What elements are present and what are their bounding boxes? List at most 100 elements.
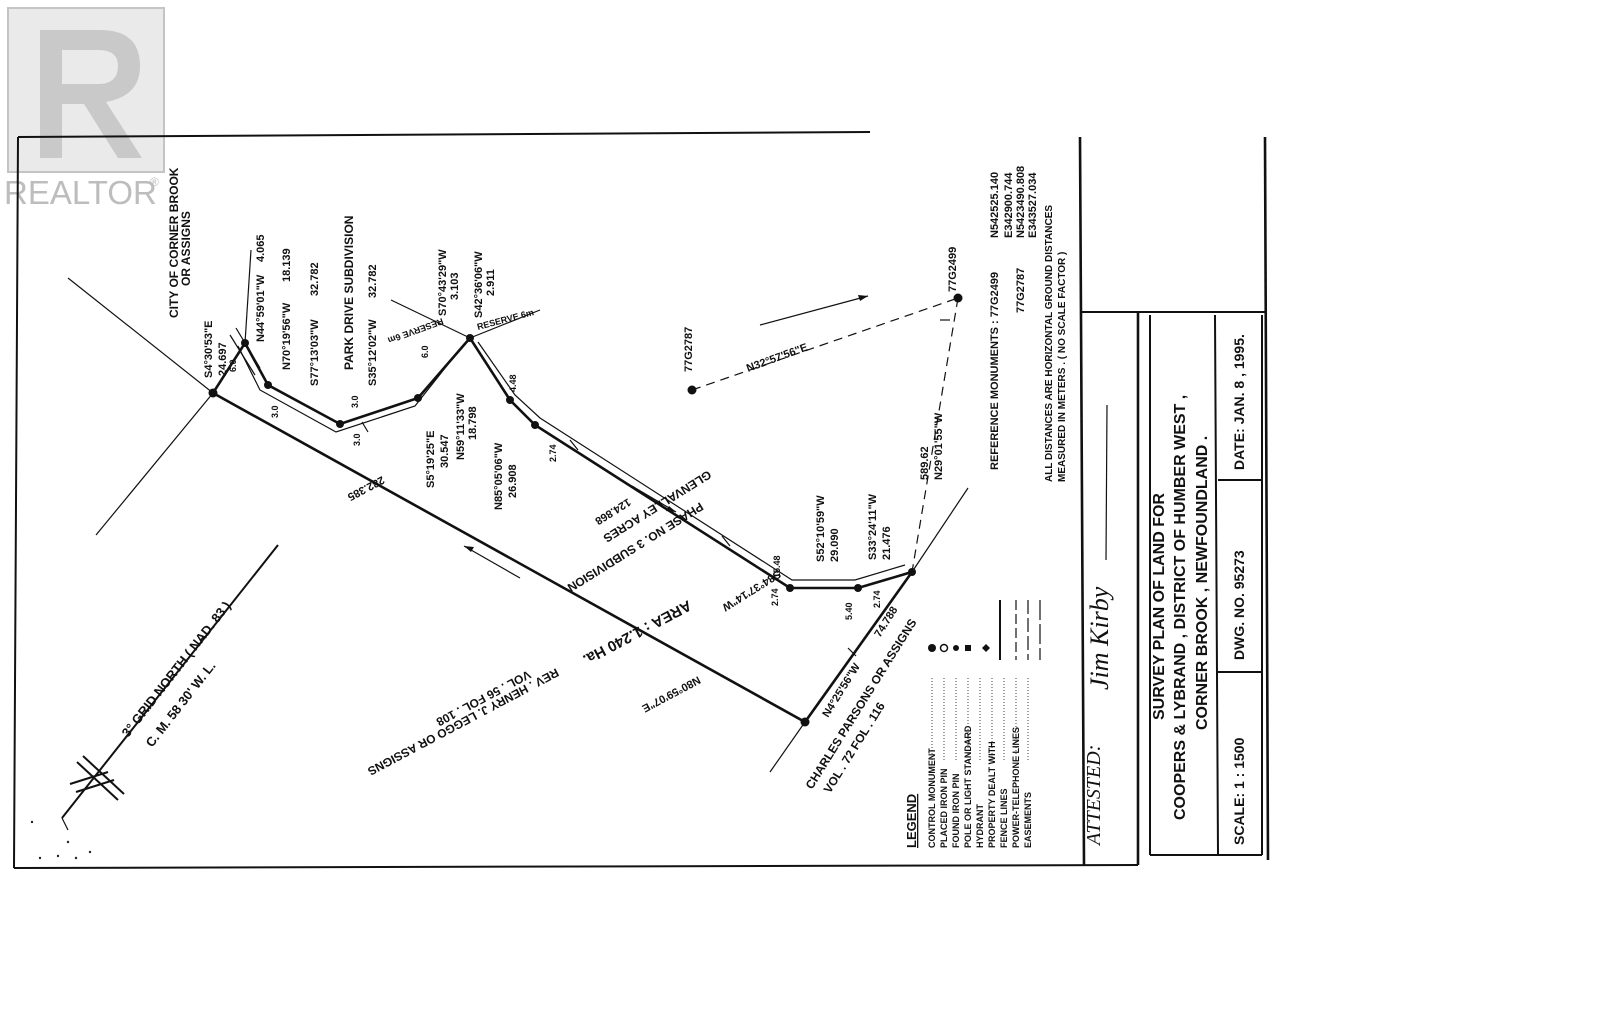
legend-item-label: POWER-TELEPHONE LINES xyxy=(1011,727,1021,848)
legend-item-label: FOUND IRON PIN xyxy=(951,773,961,848)
title-block: SURVEY PLAN OF LAND FOR COOPERS & LYBRAN… xyxy=(1083,334,1247,847)
distance-b8: 30.547 xyxy=(439,434,451,468)
property-boundary xyxy=(211,327,916,724)
realtor-r-icon xyxy=(40,30,142,158)
monument-ties xyxy=(687,293,963,573)
legend-title: LEGEND xyxy=(904,794,919,848)
distance-b5: 32.782 xyxy=(367,264,379,298)
note-distances-2: MEASURED IN METERS . ( NO SCALE FACTOR ) xyxy=(1057,252,1068,482)
distance-b9: 18.798 xyxy=(467,406,479,440)
owner-north-2: OR ASSIGNS xyxy=(179,211,193,286)
monument-label-77g2499: 77G2499 xyxy=(947,247,959,292)
legend-item-label: PROPERTY DEALT WITH xyxy=(987,741,997,848)
dim-d3: 3.0 xyxy=(352,433,362,446)
bearing-b14: S33°24'11"W xyxy=(867,493,879,560)
distance-b6: 3.103 xyxy=(449,272,461,300)
pin xyxy=(854,584,862,592)
distance-b10: 26.908 xyxy=(507,464,519,498)
dim-d10: 5.40 xyxy=(844,602,854,620)
bearing-b8: S5°19'25"E xyxy=(425,431,437,489)
title-survey-line3: CORNER BROOK , NEWFOUNDLAND . xyxy=(1194,436,1211,730)
pin xyxy=(506,396,514,404)
bearing-b9: N59°11'33"W xyxy=(455,393,467,460)
bearing-b7: S42°36'06"W xyxy=(473,251,485,318)
pin xyxy=(208,388,218,398)
realtor-watermark-text: REALTOR xyxy=(4,174,157,211)
bearing-b6: S70°43'29"W xyxy=(437,249,449,316)
distance-b2: 4.065 xyxy=(255,234,267,262)
legend-item-label: EASEMENTS xyxy=(1023,792,1033,848)
pole-icon xyxy=(965,645,971,651)
title-survey-line2: COOPERS & LYBRAND , DISTRICT OF HUMBER W… xyxy=(1172,395,1189,820)
dim-d9: 2.74 xyxy=(770,588,780,606)
note-coord-1: N542525.140 xyxy=(989,172,1001,238)
monument-label-77g2787: 77G2787 xyxy=(683,327,695,372)
distance-b4: 32.782 xyxy=(309,262,321,296)
legend-item-label: POLE OR LIGHT STANDARD xyxy=(963,725,973,848)
sheet-borders xyxy=(13,131,1270,869)
note-ref-77g2787: 77G2787 xyxy=(1015,268,1027,313)
realtor-watermark: REALTOR ® xyxy=(4,7,165,211)
dim-d6: 4.48 xyxy=(508,374,518,392)
bearing-b17: N32°57'56"E xyxy=(745,342,809,375)
found-iron-pin-icon xyxy=(953,645,959,651)
owner-south-1: REV . HENRY J. LEGGO OR ASSIGNS xyxy=(365,665,561,778)
bearing-b2: N44°59'01"W xyxy=(255,274,267,342)
small-dimensions: 6.0 3.0 3.0 3.0 6.0 4.48 2.74 15.48 2.74… xyxy=(228,345,882,620)
park-drive-label: PARK DRIVE SUBDIVISION xyxy=(342,216,356,370)
legend-item-label: PLACED IRON PIN xyxy=(939,768,949,848)
boundary-pins xyxy=(208,334,916,727)
pin xyxy=(786,584,794,592)
bearing-b10: N85°05'06"W xyxy=(493,442,505,510)
title-dwg-no: DWG. NO. 95273 xyxy=(1231,550,1247,660)
bearing-b16: N29°01'55"W xyxy=(933,412,945,480)
dim-d1: 6.0 xyxy=(228,359,238,372)
legend-item-label: FENCE LINES xyxy=(999,788,1009,848)
dim-d2: 3.0 xyxy=(270,405,280,418)
grid-north-arrow xyxy=(61,544,279,831)
plan-notes: REFERENCE MONUMENTS : 77G2499 77G2787 N5… xyxy=(989,166,1068,482)
pin xyxy=(800,717,810,727)
pin xyxy=(414,394,422,402)
placed-iron-pin-icon xyxy=(939,643,949,653)
scan-speckles xyxy=(30,820,92,860)
direction-arrows xyxy=(463,485,677,579)
reserve-label-a: RESERVE 6m xyxy=(386,316,444,345)
title-survey-line1: SURVEY PLAN OF LAND FOR xyxy=(1151,493,1168,720)
hydrant-icon xyxy=(982,644,990,652)
boundary-ticks xyxy=(361,421,857,657)
bearing-b13: S52°10'59"W xyxy=(815,495,827,562)
bearing-b3: N70°19'56"W xyxy=(281,302,293,370)
dim-d8: 15.48 xyxy=(772,555,782,578)
monument-77g2499-icon xyxy=(953,293,963,303)
note-reference-monuments: REFERENCE MONUMENTS : 77G2499 xyxy=(989,272,1001,470)
note-coord-2: E342900.744 xyxy=(1003,172,1015,238)
distance-b1: 24.697 xyxy=(217,342,229,376)
pin xyxy=(531,421,539,429)
distance-b3: 18.139 xyxy=(281,248,293,282)
bearing-labels: S4°30'53"E 24.697 N44°59'01"W 4.065 N70°… xyxy=(203,234,945,719)
note-distances-1: ALL DISTANCES ARE HORIZONTAL GROUND DIST… xyxy=(1044,205,1055,482)
legend-item-label: CONTROL MONUMENT xyxy=(927,748,937,848)
realtor-registered-mark: ® xyxy=(150,175,159,189)
monument-77g2787-icon xyxy=(687,385,697,395)
note-coord-3: N5423490.808 xyxy=(1015,166,1027,238)
distance-b7: 2.911 xyxy=(485,269,497,296)
pin xyxy=(466,334,474,342)
pin xyxy=(336,420,344,428)
owner-north-1: CITY OF CORNER BROOK xyxy=(167,167,181,318)
distance-b14: 21.476 xyxy=(881,526,893,560)
bearing-b4: S77°13'03"W xyxy=(309,319,321,386)
surveyor-signature: Jim Kirby xyxy=(1085,586,1114,690)
dim-d11: 2.74 xyxy=(872,590,882,608)
distance-b15: 589.62 xyxy=(919,446,931,480)
control-monument-icon xyxy=(928,644,936,652)
pin xyxy=(241,339,249,347)
pin xyxy=(264,381,272,389)
title-date: DATE: JAN. 8 , 1995. xyxy=(1231,334,1247,470)
bearing-b5: S35°12'02"W xyxy=(367,319,379,386)
bearing-b1: S4°30'53"E xyxy=(203,321,215,379)
